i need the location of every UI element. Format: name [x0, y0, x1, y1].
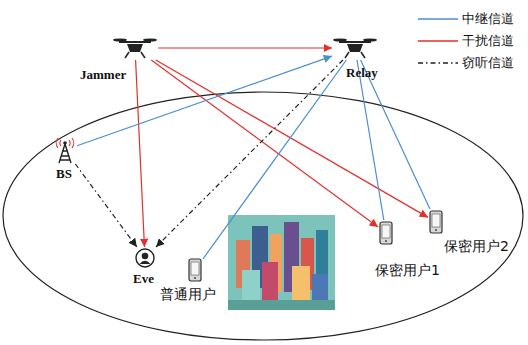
legend-text: 窃听信道	[462, 54, 514, 72]
eavesdrop-link	[156, 60, 343, 247]
jamming-link	[158, 47, 332, 48]
legend-line-sample	[418, 36, 458, 46]
legend-line-sample	[418, 58, 458, 68]
node-label: Relay	[346, 66, 378, 81]
legend-line-sample	[418, 14, 458, 24]
tower-icon	[54, 137, 76, 163]
node-label: Jammer	[80, 68, 126, 83]
eavesdropper: Eve	[135, 248, 155, 268]
node-label: Eve	[133, 272, 154, 287]
node-label: 保密用户1	[375, 262, 440, 278]
legend-entry: 干扰信道	[418, 30, 514, 52]
relay-link	[203, 60, 346, 259]
secure-user: 保密用户2	[429, 210, 443, 234]
eavesdrop-link	[75, 164, 136, 247]
relay-link	[357, 60, 384, 220]
jamming-link	[156, 60, 428, 217]
node-label: 保密用户2	[444, 238, 509, 254]
city-illustration	[228, 215, 335, 310]
jamming-link	[151, 60, 378, 227]
person-icon	[135, 248, 155, 268]
base-station: BS	[54, 137, 76, 163]
phone-icon	[379, 221, 393, 245]
normal-user: 普通用户	[188, 258, 202, 282]
phone-icon	[429, 210, 443, 234]
legend-entry: 中继信道	[418, 8, 514, 30]
secure-user: 保密用户1	[379, 221, 393, 245]
coverage-ellipse	[3, 92, 523, 340]
legend-entry: 窃听信道	[418, 52, 514, 74]
legend-text: 中继信道	[462, 10, 514, 28]
node-label: 普通用户	[160, 286, 216, 302]
drone-icon	[333, 37, 377, 59]
legend-text: 干扰信道	[462, 32, 514, 50]
node-label: BS	[56, 167, 72, 182]
relay-drone: Relay	[333, 37, 377, 59]
phone-icon	[188, 258, 202, 282]
legend: 中继信道干扰信道窃听信道	[418, 8, 514, 74]
drone-icon	[113, 37, 157, 59]
relay-link	[361, 60, 430, 209]
jammer-drone: Jammer	[113, 37, 157, 59]
jamming-link	[136, 60, 145, 247]
